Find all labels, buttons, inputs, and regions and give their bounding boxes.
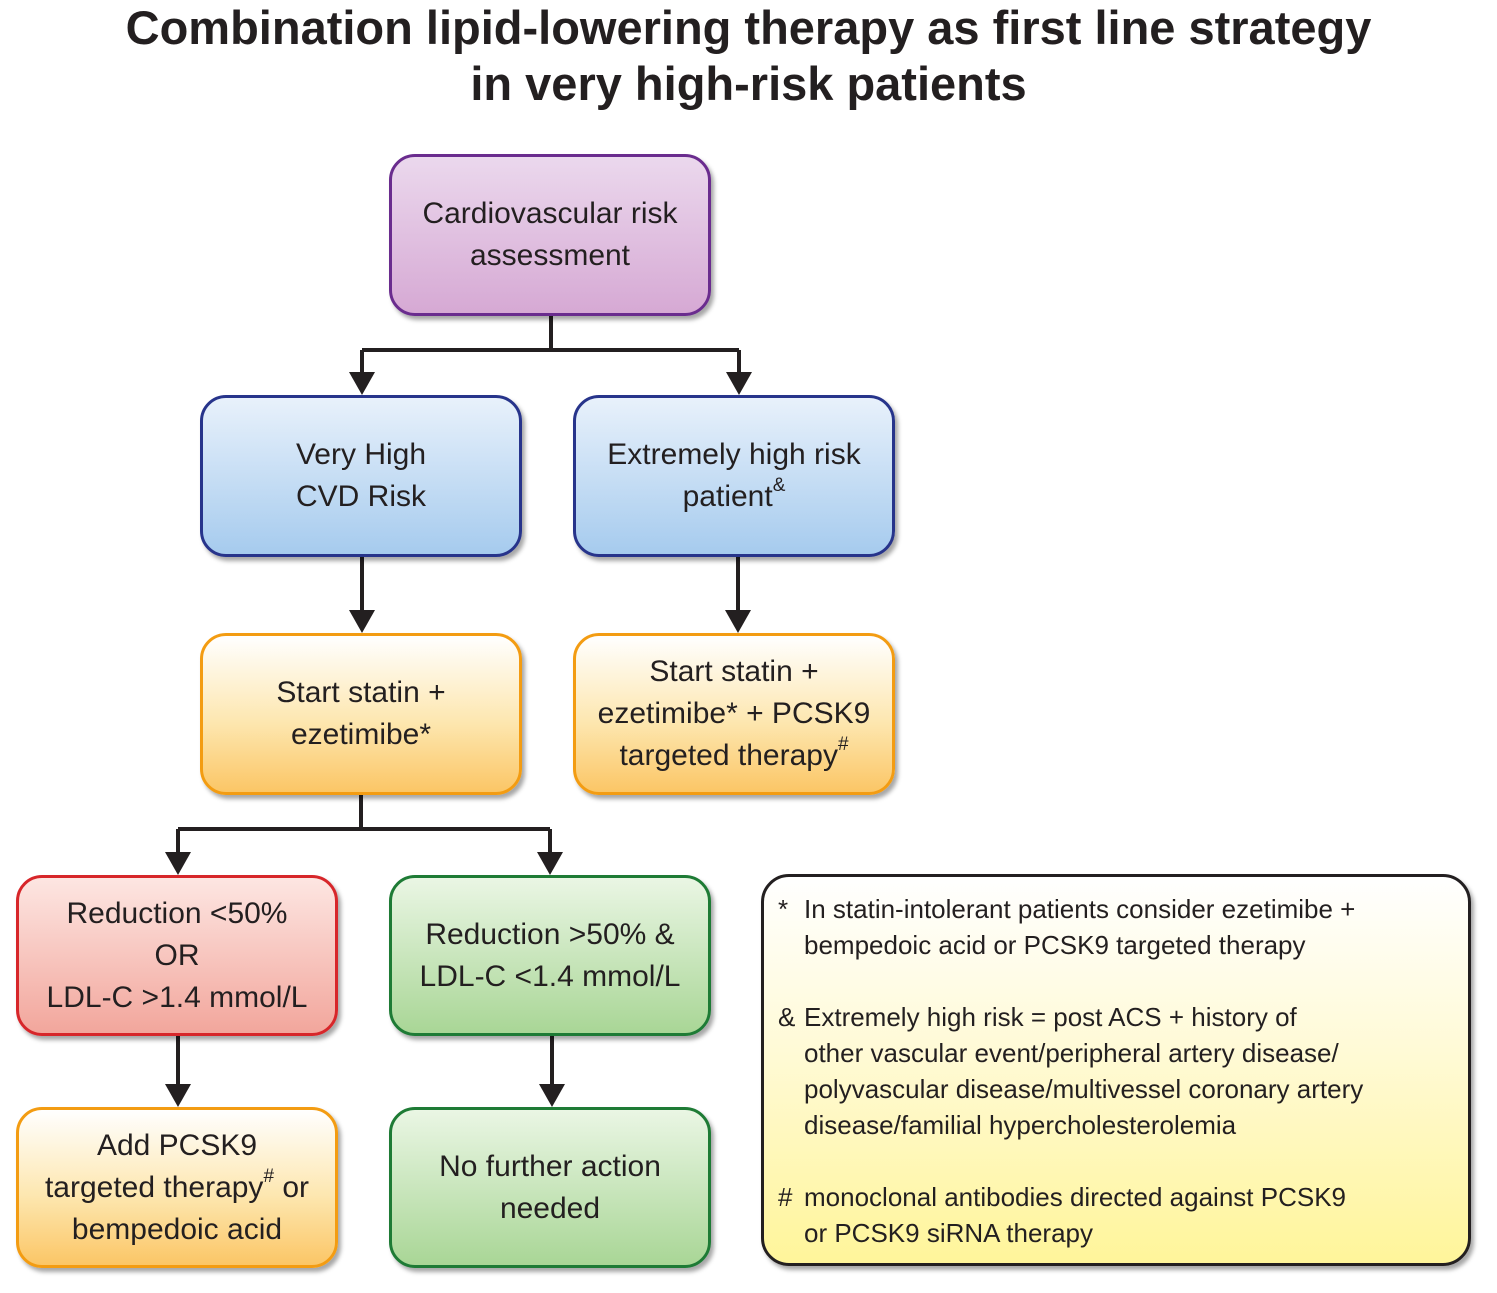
node-text: or: [274, 1170, 310, 1204]
node-cardiovascular-risk-assessment: Cardiovascular risk assessment: [389, 154, 711, 316]
diagram-title: Combination lipid-lowering therapy as fi…: [0, 0, 1497, 112]
arrow-to-reduction-lt50: [165, 852, 191, 875]
node-line: LDL-C >1.4 mmol/L: [46, 980, 308, 1014]
arrow-to-very-high: [349, 372, 375, 395]
footnote-ampersand: & Extremely high risk = post ACS + histo…: [778, 999, 1452, 1143]
node-line: Reduction <50%: [66, 896, 288, 930]
node-line: No further action: [439, 1149, 661, 1183]
node-line: Start statin +: [276, 676, 446, 709]
node-line: Very High: [295, 438, 427, 471]
node-line: Add PCSK9: [96, 1128, 258, 1162]
node-add-pcsk9-therapy: Add PCSK9 targeted therapy# or bempedoic…: [16, 1107, 338, 1268]
node-no-further-action: No further action needed: [389, 1107, 711, 1268]
footnote-line: In statin-intolerant patients consider e…: [804, 894, 1356, 924]
arrow-to-reduction-gt50: [537, 852, 563, 875]
footnote-asterisk: * In statin-intolerant patients consider…: [778, 891, 1452, 963]
node-line: ezetimibe*: [290, 718, 432, 751]
arrow-to-start-statin: [349, 610, 375, 633]
footnote-mark-ampersand: &: [772, 475, 786, 496]
node-line: assessment: [469, 239, 631, 272]
title-line-1: Combination lipid-lowering therapy as fi…: [125, 1, 1372, 54]
node-start-statin-ezetimibe: Start statin + ezetimibe*: [200, 633, 522, 795]
footnote-hash: # monoclonal antibodies directed against…: [778, 1179, 1452, 1251]
node-line: Cardiovascular risk: [422, 197, 678, 230]
node-line: LDL-C <1.4 mmol/L: [419, 959, 681, 993]
footnote-line: disease/familial hypercholesterolemia: [804, 1110, 1237, 1140]
node-extremely-high-risk-patient: Extremely high risk patient&: [573, 395, 895, 557]
footnote-text: Extremely high risk = post ACS + history…: [804, 999, 1452, 1143]
node-line: Extremely high risk: [607, 438, 861, 471]
node-text: targeted therapy: [619, 739, 838, 772]
footnote-line: bempedoic acid or PCSK9 targeted therapy: [804, 930, 1306, 960]
footnote-line: polyvascular disease/multivessel coronar…: [804, 1074, 1364, 1104]
node-line: Reduction >50% &: [425, 917, 675, 951]
node-line-with-mark: targeted therapy#: [619, 735, 848, 777]
footnote-line: other vascular event/peripheral artery d…: [804, 1038, 1339, 1068]
node-line: OR: [154, 938, 200, 972]
node-text: patient: [682, 480, 773, 513]
footnote-symbol: #: [778, 1182, 793, 1212]
node-reduction-less-than-50: Reduction <50% OR LDL-C >1.4 mmol/L: [16, 875, 338, 1036]
arrow-to-extremely-high: [726, 372, 752, 395]
footnote-symbol: *: [778, 894, 789, 924]
node-line: needed: [499, 1191, 601, 1225]
footnote-line: Extremely high risk = post ACS + history…: [804, 1002, 1297, 1032]
node-line-with-mark: patient&: [683, 476, 786, 518]
node-text: targeted therapy: [44, 1170, 264, 1204]
footnote-mark-hash: #: [837, 734, 849, 755]
node-start-statin-ezetimibe-pcsk9: Start statin + ezetimibe* + PCSK9 target…: [573, 633, 895, 795]
node-line: Start statin +: [649, 655, 819, 688]
node-line: ezetimibe* + PCSK9: [597, 697, 871, 730]
node-reduction-greater-than-50: Reduction >50% & LDL-C <1.4 mmol/L: [389, 875, 711, 1036]
node-line-with-mark: targeted therapy# or: [45, 1167, 309, 1209]
footnote-text: monoclonal antibodies directed against P…: [804, 1179, 1452, 1251]
arrow-to-start-statin-pcsk9: [725, 610, 751, 633]
footnotes-box: * In statin-intolerant patients consider…: [761, 874, 1471, 1266]
arrow-to-add-pcsk9: [165, 1084, 191, 1107]
arrow-to-no-further: [539, 1084, 565, 1107]
footnote-symbol: &: [778, 1002, 796, 1032]
node-line: bempedoic acid: [71, 1212, 283, 1246]
title-line-2: in very high-risk patients: [470, 57, 1027, 110]
node-line: CVD Risk: [295, 480, 426, 513]
footnote-text: In statin-intolerant patients consider e…: [804, 891, 1452, 963]
node-very-high-cvd-risk: Very High CVD Risk: [200, 395, 522, 557]
footnote-mark-hash: #: [263, 1165, 275, 1187]
footnote-line: monoclonal antibodies directed against P…: [804, 1182, 1347, 1212]
footnote-line: or PCSK9 siRNA therapy: [804, 1218, 1094, 1248]
